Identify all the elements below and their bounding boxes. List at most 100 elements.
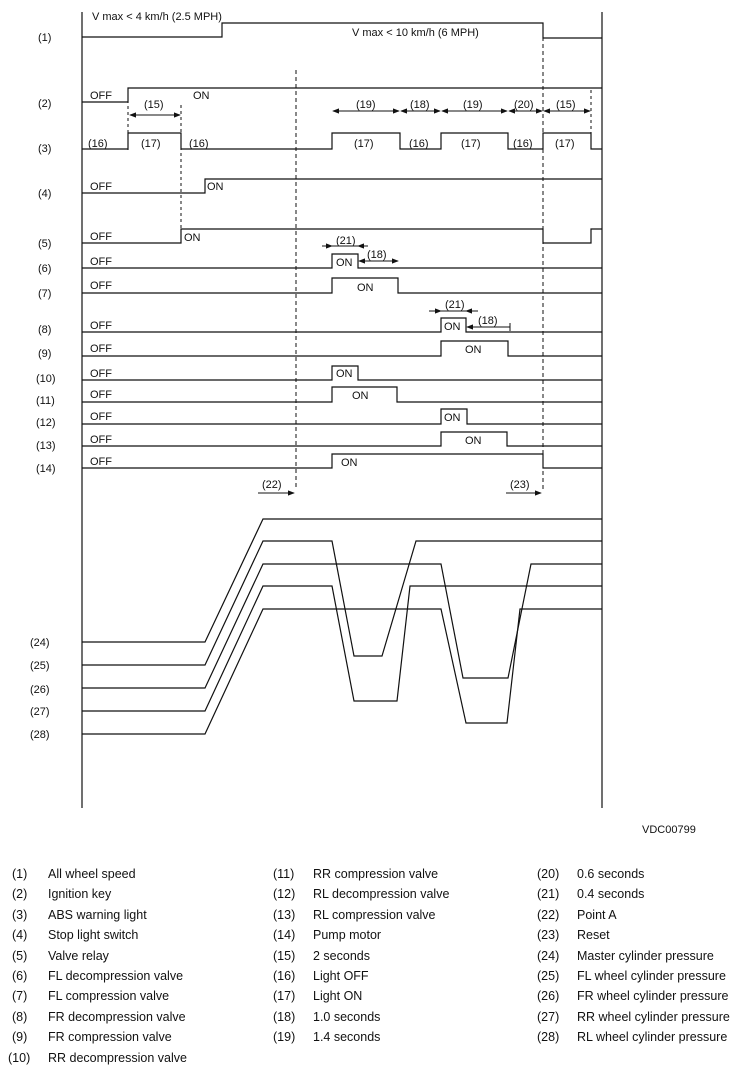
duration-mark-19b: (19) (463, 99, 483, 111)
legend-number: (8) (12, 1009, 28, 1024)
legend-number: (7) (12, 989, 28, 1004)
legend-label: All wheel speed (48, 867, 136, 881)
curve-master-cylinder-pressure (82, 518, 602, 643)
signal-fr-compression (82, 340, 602, 357)
legend-number: (18) (273, 1009, 296, 1024)
valve-relay-on-label: ON (184, 232, 201, 244)
light-on-mark-4: (17) (555, 138, 575, 150)
legend-number: (23) (537, 928, 560, 943)
figure-id: VDC00799 (642, 824, 696, 836)
row-label-11: (11) (36, 395, 55, 407)
legend-number: (20) (537, 867, 560, 881)
legend-number: (9) (12, 1030, 28, 1045)
duration-mark-18a: (18) (410, 99, 430, 111)
curve-rr-wheel-cylinder-pressure (82, 585, 602, 712)
duration-mark-18c: (18) (478, 315, 498, 327)
legend-number: (4) (12, 928, 28, 943)
legend-label: FR decompression valve (48, 1009, 186, 1024)
fr-comp-off-label: OFF (90, 343, 112, 355)
fl-decomp-on-label: ON (336, 257, 353, 269)
rl-comp-off-label: OFF (90, 434, 112, 446)
legend-number: (10) (8, 1050, 31, 1065)
legend-label: Reset (577, 928, 610, 943)
legend-label: RR compression valve (313, 867, 439, 881)
legend-label: Ignition key (48, 887, 112, 902)
legend-label: Stop light switch (48, 928, 139, 943)
valve-relay-off-label: OFF (90, 231, 112, 243)
stop-light-off-label: OFF (90, 181, 112, 193)
pressure-label-25: (25) (30, 660, 50, 672)
legend-label: FL wheel cylinder pressure (577, 969, 726, 983)
legend-label: FR compression valve (48, 1030, 172, 1045)
duration-mark-21b: (21) (445, 299, 465, 311)
legend-number: (25) (537, 969, 560, 983)
duration-mark-15b: (15) (556, 99, 576, 111)
legend-label: RR decompression valve (48, 1050, 187, 1065)
row-label-7: (7) (38, 288, 51, 300)
legend-number: (28) (537, 1030, 560, 1045)
legend-label: 1.4 seconds (313, 1030, 381, 1045)
legend-label: Light OFF (313, 969, 369, 983)
legend: (1)All wheel speed(2)Ignition key(3)ABS … (0, 862, 754, 1077)
fr-comp-on-label: ON (465, 344, 482, 356)
row-label-2: (2) (38, 98, 51, 110)
pressure-labels: (24) (25) (26) (27) (28) (30, 637, 50, 741)
legend-number: (3) (12, 907, 28, 922)
duration-mark-19a: (19) (356, 99, 376, 111)
curve-fr-wheel-cylinder-pressure (82, 563, 602, 689)
legend-number: (19) (273, 1030, 296, 1045)
legend-number: (13) (273, 907, 296, 922)
signal-fl-decompression (82, 253, 602, 269)
fl-decomp-off-label: OFF (90, 256, 112, 268)
light-on-mark-1: (17) (141, 138, 161, 150)
ignition-off-label: OFF (90, 90, 112, 102)
row-label-4: (4) (38, 188, 51, 200)
row-label-3: (3) (38, 143, 51, 155)
fl-comp-on-label: ON (357, 282, 374, 294)
signal-ignition-key (82, 87, 602, 103)
rl-decomp-off-label: OFF (90, 411, 112, 423)
timing-diagram: V max < 4 km/h (2.5 MPH) V max < 10 km/h… (30, 11, 696, 836)
legend-number: (15) (273, 948, 296, 963)
legend-label: 1.0 seconds (313, 1009, 381, 1024)
row-label-6: (6) (38, 263, 51, 275)
legend-number: (14) (273, 928, 296, 943)
point-a-mark: (22) (262, 479, 282, 491)
row-label-14: (14) (36, 463, 56, 475)
rr-decomp-on-label: ON (336, 368, 353, 380)
legend-label: RR wheel cylinder pressure (577, 1009, 730, 1024)
row-label-9: (9) (38, 348, 51, 360)
legend-label: RL decompression valve (313, 887, 450, 902)
legend-label: 2 seconds (313, 948, 370, 963)
signal-rr-compression (82, 386, 602, 403)
legend-label: ABS warning light (48, 907, 147, 922)
legend-number: (6) (12, 969, 28, 983)
duration-mark-20: (20) (514, 99, 534, 111)
signal-rr-decompression (82, 365, 602, 381)
signal-rl-compression (82, 431, 602, 447)
stop-light-on-label: ON (207, 181, 224, 193)
curve-fl-wheel-cylinder-pressure (82, 540, 602, 666)
rl-comp-on-label: ON (465, 435, 482, 447)
legend-label: FL compression valve (48, 989, 170, 1004)
signal-fr-decompression (82, 317, 602, 333)
legend-label: Pump motor (313, 928, 382, 943)
light-off-mark-4: (16) (513, 138, 533, 150)
legend-number: (5) (12, 948, 28, 963)
row-label-13: (13) (36, 440, 56, 452)
signal-valve-relay (82, 228, 602, 244)
rr-comp-on-label: ON (352, 390, 369, 402)
curve-rl-wheel-cylinder-pressure (82, 608, 602, 735)
pressure-label-28: (28) (30, 729, 50, 741)
pump-off-label: OFF (90, 456, 112, 468)
legend-number: (26) (537, 989, 560, 1004)
legend-number: (12) (273, 887, 296, 902)
fr-decomp-off-label: OFF (90, 320, 112, 332)
legend-label: Point A (577, 907, 617, 922)
row-label-5: (5) (38, 238, 51, 250)
legend-label: FL decompression valve (48, 969, 184, 983)
reset-mark: (23) (510, 479, 530, 491)
legend-label: 0.4 seconds (577, 887, 645, 902)
pressure-label-26: (26) (30, 684, 50, 696)
legend-number: (16) (273, 969, 296, 983)
